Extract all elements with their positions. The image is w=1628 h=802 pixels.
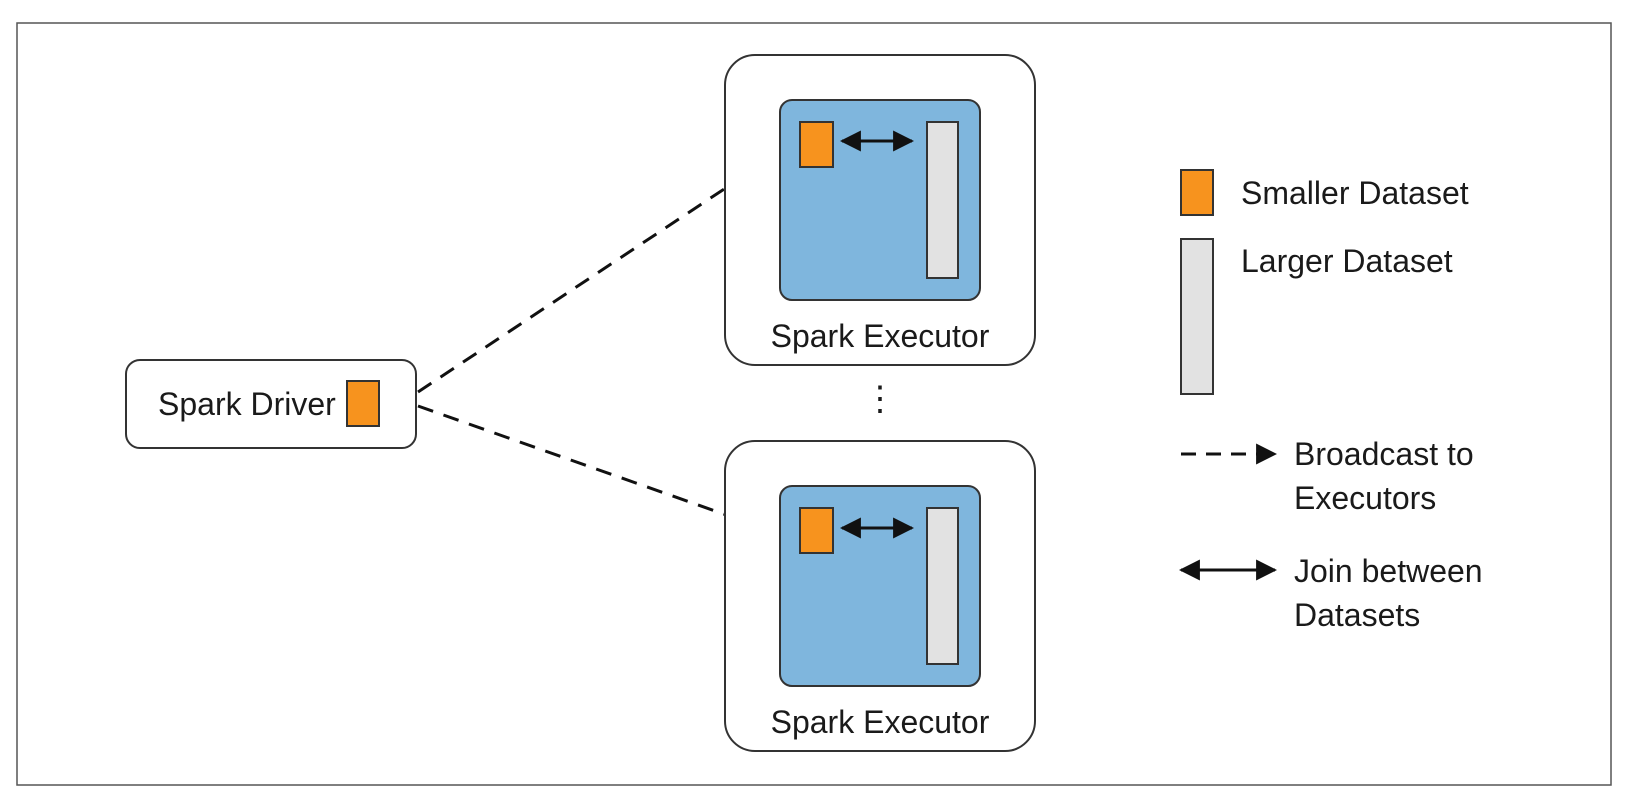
broadcast-arrow-bottom xyxy=(417,404,785,539)
executor-2-larger-dataset xyxy=(926,507,959,665)
spark-driver-node: Spark Driver xyxy=(125,359,417,449)
spark-executor-2: Spark Executor xyxy=(724,440,1036,752)
driver-smaller-dataset xyxy=(346,380,380,427)
legend: Smaller Dataset Larger Dataset Broadcast… xyxy=(1178,169,1483,633)
legend-join-label-line2: Datasets xyxy=(1294,597,1420,633)
broadcast-arrow-top xyxy=(417,148,785,394)
legend-broadcast-label-line1: Broadcast to xyxy=(1294,436,1474,472)
executor-2-smaller-dataset xyxy=(799,507,834,554)
spark-executor-1: Spark Executor xyxy=(724,54,1036,366)
executor-2-label: Spark Executor xyxy=(771,704,990,740)
legend-larger-swatch xyxy=(1180,238,1214,395)
executor-ellipsis: ⋮ xyxy=(863,380,897,418)
legend-larger-label: Larger Dataset xyxy=(1241,243,1453,279)
legend-smaller-label: Smaller Dataset xyxy=(1241,175,1469,211)
executor-1-label: Spark Executor xyxy=(771,318,990,354)
spark-driver-label: Spark Driver xyxy=(158,386,336,422)
legend-smaller-swatch xyxy=(1180,169,1214,216)
legend-join-label-line1: Join between xyxy=(1294,553,1483,589)
executor-1-smaller-dataset xyxy=(799,121,834,168)
legend-broadcast-label-line2: Executors xyxy=(1294,480,1436,516)
executor-1-larger-dataset xyxy=(926,121,959,279)
